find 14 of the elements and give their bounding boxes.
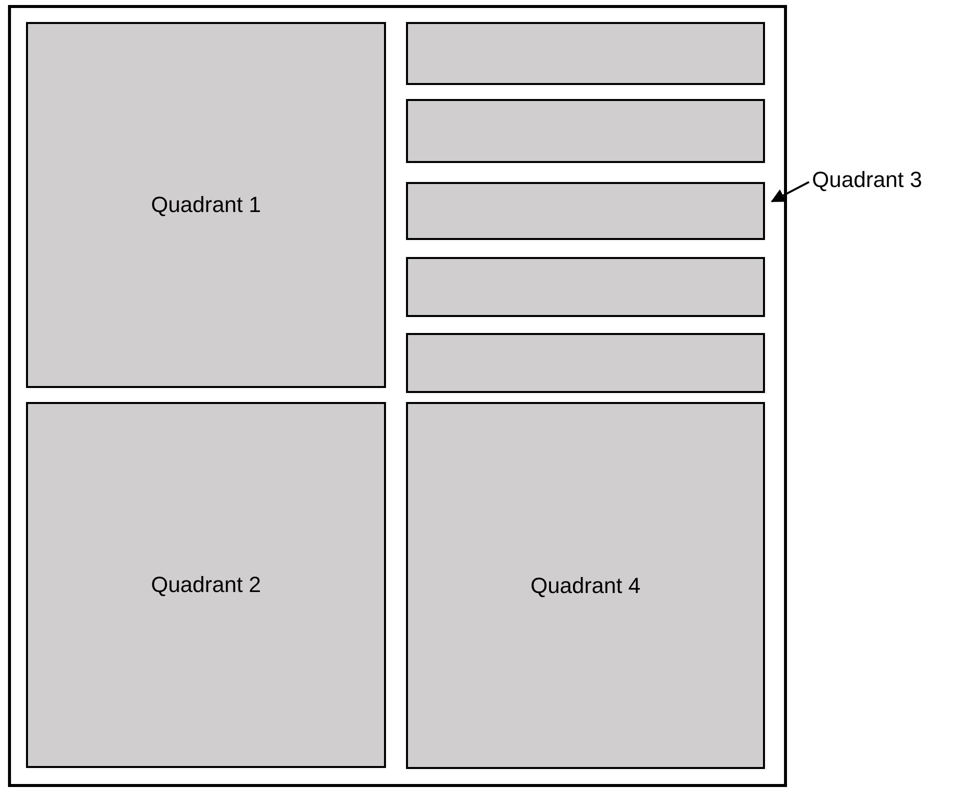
bar-box: [406, 99, 765, 163]
quadrant-box: [26, 402, 386, 768]
bar-box: [406, 333, 765, 393]
quadrant-label: Quadrant 4: [530, 572, 641, 598]
bar-box: [406, 22, 765, 85]
leader-arrow: [770, 181, 810, 202]
bar-box: [406, 182, 765, 240]
bar-box: [406, 257, 765, 317]
callout-label: Quadrant 3: [812, 167, 922, 193]
quadrant-label: Quadrant 1: [150, 192, 262, 218]
quadrant-box: [26, 22, 386, 388]
quadrant-box: [406, 402, 765, 769]
quadrant-label: Quadrant 2: [150, 572, 262, 598]
frame-box: [8, 5, 787, 787]
